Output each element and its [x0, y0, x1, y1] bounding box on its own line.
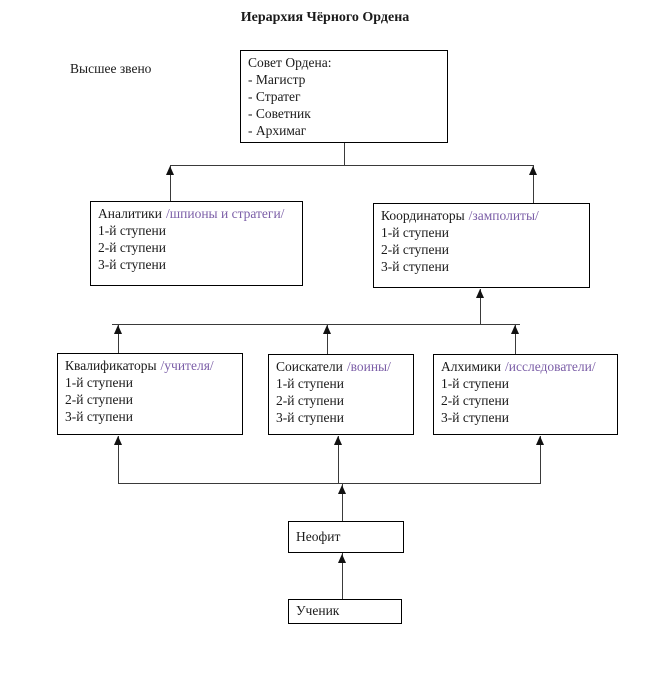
grade-line: 2-й ступени [276, 393, 344, 408]
grade-line: 1-й ступени [381, 225, 449, 240]
group-name: Соискатели [276, 359, 343, 374]
arrow-up-icon [338, 554, 346, 563]
grade-line: 2-й ступени [441, 393, 509, 408]
group-name: Аналитики [98, 206, 162, 221]
group-name: Ученик [296, 603, 340, 618]
connector-line [480, 289, 481, 324]
council-member: - Советник [248, 106, 311, 121]
connector-line [170, 165, 534, 166]
grade-line: 1-й ступени [98, 223, 166, 238]
box-apprentice: Ученик [288, 599, 402, 624]
group-title: Аналитики/шпионы и стратеги/ [98, 205, 295, 222]
box-alchemists: Алхимики/исследователи/ 1-й ступени 2-й … [433, 354, 618, 435]
connector-line [342, 553, 343, 599]
connector-line [342, 484, 343, 521]
box-council: Совет Ордена: - Магистр - Стратег - Сове… [240, 50, 448, 143]
box-neophyte: Неофит [288, 521, 404, 553]
grade-line: 2-й ступени [65, 392, 133, 407]
group-name: Координаторы [381, 208, 465, 223]
council-member: - Стратег [248, 89, 301, 104]
arrow-up-icon [114, 325, 122, 334]
box-coordinators: Координаторы/замполиты/ 1-й ступени 2-й … [373, 203, 590, 288]
grade-line: 1-й ступени [65, 375, 133, 390]
council-member: - Архимаг [248, 123, 307, 138]
grade-line: 3-й ступени [276, 410, 344, 425]
grade-line: 2-й ступени [98, 240, 166, 255]
group-role: /исследователи/ [505, 359, 596, 374]
arrow-up-icon [536, 436, 544, 445]
group-title: Квалификаторы/учителя/ [65, 357, 235, 374]
connector-line [118, 483, 541, 484]
arrow-up-icon [338, 485, 346, 494]
group-name: Алхимики [441, 359, 502, 374]
grade-line: 3-й ступени [98, 257, 166, 272]
top-tier-label: Высшее звено [70, 61, 152, 76]
connector-line [118, 436, 119, 483]
council-member: - Магистр [248, 72, 306, 87]
connector-line [327, 325, 328, 354]
grade-line: 3-й ступени [441, 410, 509, 425]
group-title: Соискатели/воины/ [276, 358, 406, 375]
connector-line [118, 325, 119, 353]
arrow-up-icon [476, 289, 484, 298]
council-title: Совет Ордена: [248, 55, 332, 70]
grade-line: 3-й ступени [381, 259, 449, 274]
arrow-up-icon [334, 436, 342, 445]
group-name: Неофит [296, 529, 341, 544]
connector-line [515, 325, 516, 354]
connector-line [170, 166, 171, 201]
arrow-up-icon [114, 436, 122, 445]
arrow-up-icon [529, 166, 537, 175]
connector-line [112, 324, 520, 325]
arrow-up-icon [323, 325, 331, 334]
box-qualifiers: Квалификаторы/учителя/ 1-й ступени 2-й с… [57, 353, 243, 435]
arrow-up-icon [166, 166, 174, 175]
grade-line: 1-й ступени [441, 376, 509, 391]
group-role: /замполиты/ [468, 208, 539, 223]
connector-line [344, 143, 345, 165]
group-name: Квалификаторы [65, 358, 157, 373]
group-title: Координаторы/замполиты/ [381, 207, 582, 224]
box-analysts: Аналитики/шпионы и стратеги/ 1-й ступени… [90, 201, 303, 286]
group-title: Алхимики/исследователи/ [441, 358, 610, 375]
grade-line: 1-й ступени [276, 376, 344, 391]
page-title: Иерархия Чёрного Ордена [240, 10, 410, 25]
connector-line [540, 436, 541, 483]
arrow-up-icon [511, 325, 519, 334]
grade-line: 3-й ступени [65, 409, 133, 424]
group-role: /воины/ [346, 359, 391, 374]
group-role: /шпионы и стратеги/ [165, 206, 285, 221]
connector-line [338, 436, 339, 483]
group-role: /учителя/ [160, 358, 214, 373]
grade-line: 2-й ступени [381, 242, 449, 257]
connector-line [533, 166, 534, 203]
box-aspirants: Соискатели/воины/ 1-й ступени 2-й ступен… [268, 354, 414, 435]
